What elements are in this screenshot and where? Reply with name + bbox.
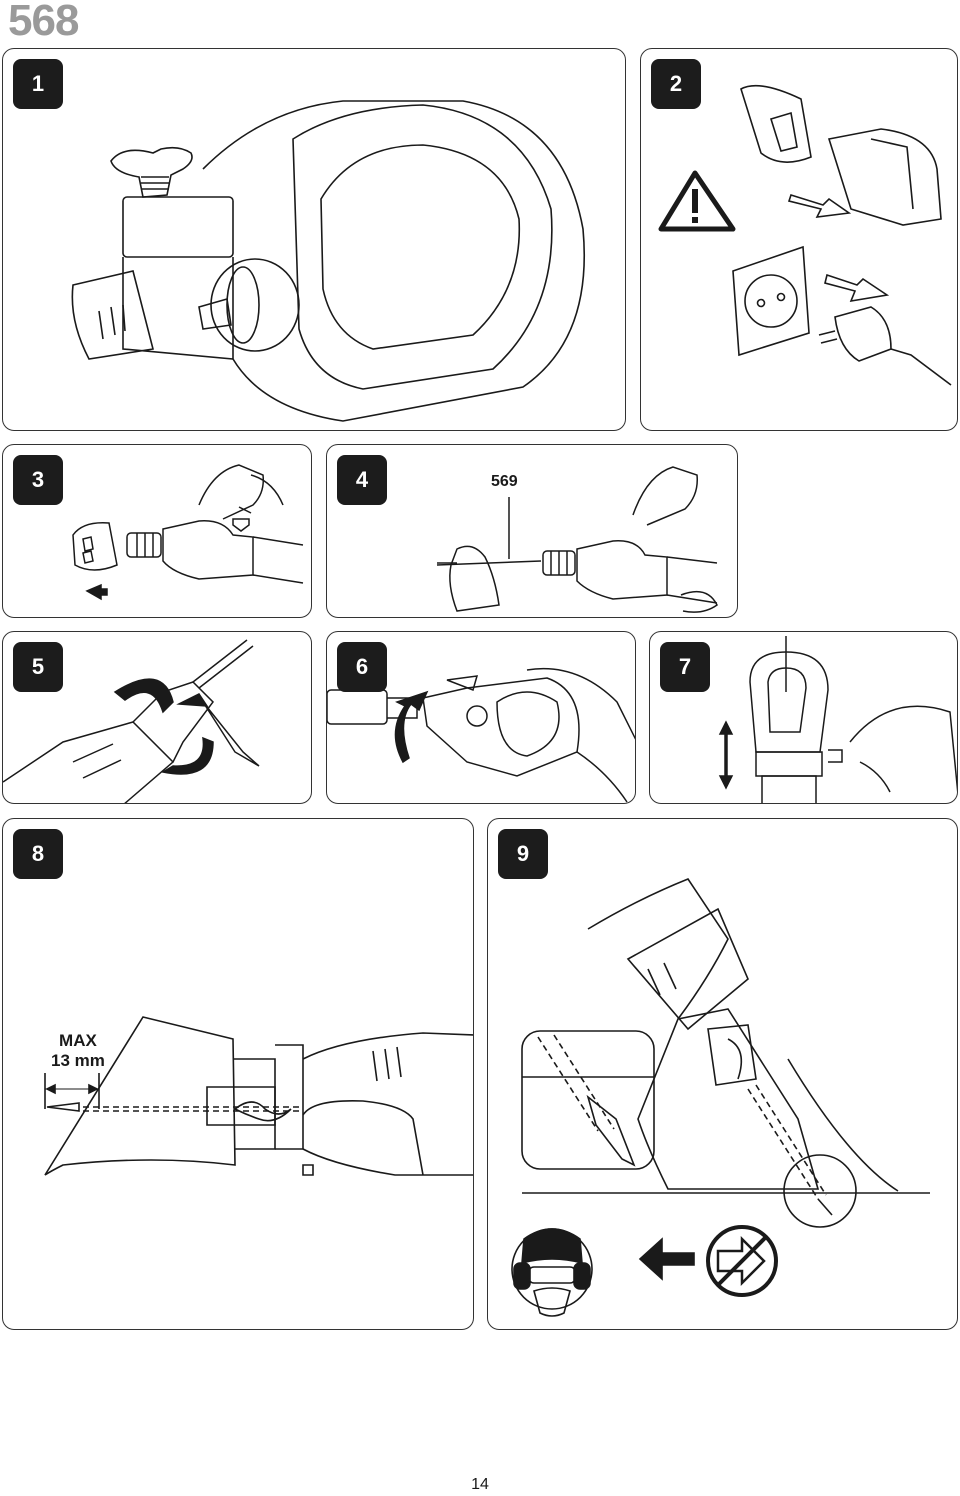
attach-guide-rotate-illustration [3, 632, 312, 804]
page-number: 14 [471, 1476, 489, 1493]
step-badge-6: 6 [337, 642, 387, 692]
safety-goggles-mask-icon [512, 1229, 592, 1316]
max-label-line2: 13 mm [51, 1051, 105, 1070]
plug-icon [819, 307, 951, 385]
warning-triangle-icon [661, 173, 733, 229]
remove-nose-cap-illustration [3, 445, 312, 618]
step-badge-9: 9 [498, 829, 548, 879]
step-badge-2: 2 [651, 59, 701, 109]
panel-9: 9 [487, 818, 958, 1330]
insert-bit-illustration [327, 445, 738, 618]
step-badge-8: 8 [13, 829, 63, 879]
panel-7: 7 [649, 631, 958, 804]
arrow-icon [789, 195, 849, 217]
max-label-line1: MAX [59, 1031, 97, 1050]
no-push-arrow-icon [708, 1227, 776, 1295]
panel-6: 6 [326, 631, 636, 804]
panel-1: 1 [2, 48, 626, 431]
step-badge-5: 5 [13, 642, 63, 692]
max-depth-illustration [3, 819, 474, 1330]
accessory-label-569: 569 [491, 473, 518, 490]
adjust-depth-illustration [650, 632, 958, 804]
remove-battery-unplug-illustration [641, 49, 958, 431]
step-badge-3: 3 [13, 455, 63, 505]
step-badge-1: 1 [13, 59, 63, 109]
step-badge-4: 4 [337, 455, 387, 505]
step-badge-7: 7 [660, 642, 710, 692]
panel-5: 5 [2, 631, 312, 804]
panel-2: 2 [640, 48, 958, 431]
power-socket-icon [733, 247, 809, 355]
max-depth-label: MAX 13 mm [51, 1031, 105, 1071]
panel-4: 4 569 [326, 444, 738, 618]
drill-guide-attachment-illustration [3, 49, 626, 431]
drilling-angle-illustration [488, 819, 958, 1330]
panel-3: 3 [2, 444, 312, 618]
tighten-guide-illustration [327, 632, 636, 804]
panel-8: 8 MAX 13 mm [2, 818, 474, 1330]
model-number: 568 [8, 0, 79, 45]
